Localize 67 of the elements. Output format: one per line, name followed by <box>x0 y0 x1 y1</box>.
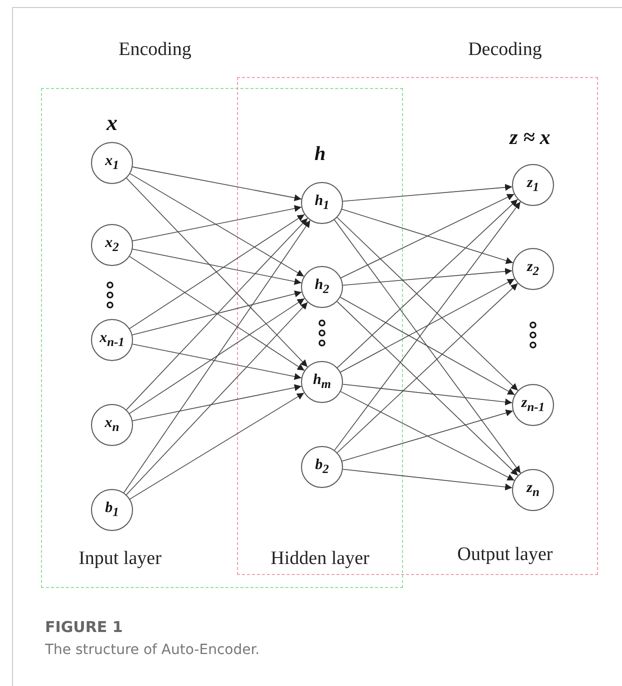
arrow <box>130 392 304 500</box>
caption: The structure of Auto-Encoder. <box>45 642 260 658</box>
neuron-label: x$_{n-1}$ <box>100 330 124 350</box>
arrow <box>129 298 305 414</box>
neuron-label: h$_{2}$ <box>314 277 330 297</box>
region-heading: Encoding <box>118 39 192 61</box>
arrow <box>123 220 311 494</box>
arrow <box>126 218 308 410</box>
arrow <box>342 208 514 264</box>
arrow <box>129 214 305 329</box>
arrow <box>334 201 521 451</box>
arrow <box>132 344 302 380</box>
arrow <box>340 391 515 481</box>
arrow <box>336 282 518 454</box>
neuron-label: z$_{n}$ <box>526 480 540 500</box>
layer-label: Output layer <box>457 544 553 566</box>
neuron-label: b$_{2}$ <box>315 457 329 477</box>
neuron-label: h$_{1}$ <box>314 193 330 213</box>
layer-label: Input layer <box>78 548 162 570</box>
arrow <box>342 268 512 286</box>
neuron-circle <box>301 182 343 224</box>
arrow <box>340 194 514 278</box>
neuron-circle <box>512 469 554 511</box>
figure-number: FIGURE 1 <box>45 618 123 636</box>
arrow <box>129 256 305 371</box>
arrow <box>340 296 516 396</box>
arrow <box>132 290 302 336</box>
neuron-circle <box>512 384 554 426</box>
neuron-label: x$_{n}$ <box>104 415 120 435</box>
arrow <box>126 302 308 496</box>
variable-symbol: h <box>314 143 326 166</box>
arrow <box>132 205 302 242</box>
arrow <box>132 248 302 285</box>
neuron-circle <box>301 266 343 308</box>
neuron-circle <box>301 446 343 488</box>
arrow <box>342 468 513 490</box>
arrow <box>342 384 513 406</box>
arrow <box>336 198 518 368</box>
neuron-label: x$_{1}$ <box>105 153 119 173</box>
neuron-circle <box>91 142 133 184</box>
neuron-circle <box>91 489 133 531</box>
neuron-circle <box>512 164 554 206</box>
variable-symbol: x <box>106 110 118 136</box>
neuron-label: x$_{2}$ <box>105 235 119 255</box>
arrow <box>130 173 304 277</box>
arrow <box>342 184 512 202</box>
neuron-label: z$_{2}$ <box>526 259 540 279</box>
arrow <box>132 166 302 202</box>
variable-symbol: z ≈ x <box>510 125 550 150</box>
arrow <box>340 278 515 372</box>
arrow <box>336 301 518 476</box>
neuron-label: h$_{m}$ <box>312 372 332 392</box>
region-heading: Decoding <box>468 39 542 61</box>
arrow <box>342 410 514 462</box>
arrow <box>126 178 308 368</box>
layer-label: Hidden layer <box>270 548 370 570</box>
neuron-circle <box>91 224 133 266</box>
neuron-circle <box>91 404 133 446</box>
neuron-label: b$_{1}$ <box>105 500 119 520</box>
arrow <box>336 217 518 391</box>
neuron-circle <box>91 319 133 361</box>
arrow <box>132 384 302 422</box>
neuron-label: z$_{1}$ <box>526 175 540 195</box>
neuron-label: z$_{n-1}$ <box>521 395 545 415</box>
neuron-circle <box>512 248 554 290</box>
neuron-circle <box>301 361 343 403</box>
arrow <box>334 220 521 474</box>
